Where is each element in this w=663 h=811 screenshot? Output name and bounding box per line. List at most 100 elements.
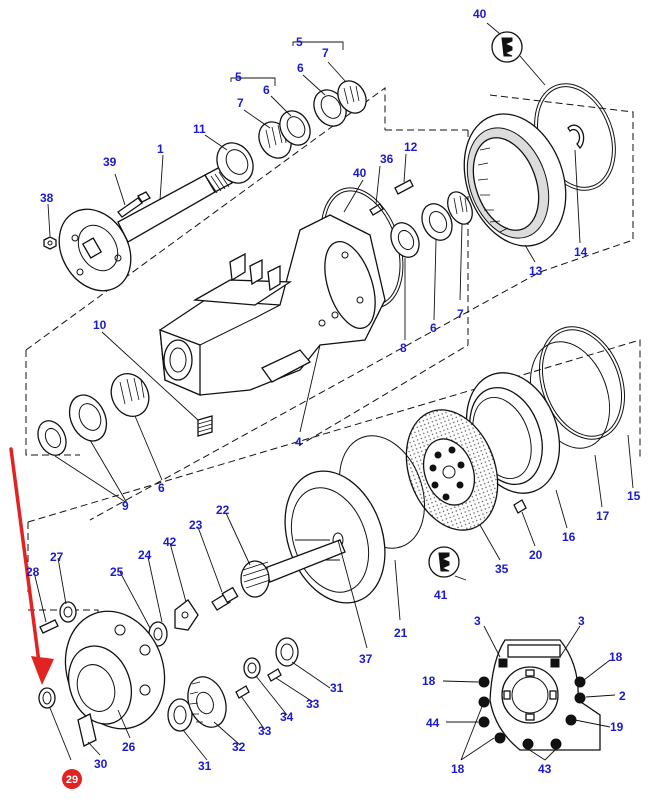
part-15-o-ring <box>538 326 626 440</box>
label-25: 25 <box>110 565 124 579</box>
label-30: 30 <box>94 757 108 771</box>
part-7-bearing-cone-b <box>337 80 367 114</box>
part-6-bearing-cone-d <box>110 373 150 417</box>
part-31-thrust-washer-b <box>275 637 299 667</box>
part-38-nut <box>43 236 57 250</box>
label-31: 31 <box>330 681 344 695</box>
part-9-seal <box>37 420 67 456</box>
label-44: 44 <box>426 716 440 730</box>
label-2: 2 <box>619 689 626 703</box>
label-41: 41 <box>434 588 448 602</box>
label-1: 1 <box>157 142 164 156</box>
leader-lines <box>33 22 634 761</box>
label-13: 13 <box>529 264 543 278</box>
part-42-spring-plate <box>174 599 199 631</box>
label-24: 24 <box>138 548 152 562</box>
part-28-bolt <box>39 619 59 634</box>
label-32: 32 <box>232 740 246 754</box>
part-31-thrust-washer-a <box>167 698 193 732</box>
label-43: 43 <box>538 762 552 776</box>
label-12: 12 <box>404 140 418 154</box>
label-28: 28 <box>26 565 40 579</box>
part-1-axle-shaft <box>58 165 233 292</box>
part-20-pin <box>513 499 527 514</box>
highlight-badge: 29 <box>62 769 82 789</box>
label-31: 31 <box>198 759 212 773</box>
part-32-planet-gear <box>187 676 227 728</box>
assembly-boundary-ring <box>89 94 634 521</box>
part-7-bearing-cone-c <box>447 191 473 225</box>
part-33-needle-b <box>267 668 282 682</box>
label-40: 40 <box>353 166 367 180</box>
label-27: 27 <box>50 550 64 564</box>
highlight-arrow <box>9 447 54 685</box>
label-5: 5 <box>235 70 242 84</box>
part-labels: 40 5 7 6 5 7 6 11 1 39 38 36 12 40 13 14… <box>26 7 641 776</box>
label-14: 14 <box>574 245 588 259</box>
part-23-screw <box>211 586 239 611</box>
part-4-axle-housing <box>159 214 386 396</box>
label-17: 17 <box>596 509 610 523</box>
part-36-pin <box>369 203 384 216</box>
label-20: 20 <box>529 548 543 562</box>
label-3: 3 <box>474 614 481 628</box>
part-6-bearing-cup-c <box>421 203 453 241</box>
label-18: 18 <box>451 762 465 776</box>
highlight-badge-label: 29 <box>66 774 78 786</box>
part-34-spacer <box>243 657 261 679</box>
label-19: 19 <box>610 720 624 734</box>
part-29-circlip <box>38 687 56 709</box>
part-9-bearing-cup <box>68 394 108 442</box>
label-37: 37 <box>359 652 373 666</box>
label-8: 8 <box>400 341 407 355</box>
label-7: 7 <box>237 96 244 110</box>
label-42: 42 <box>163 535 177 549</box>
label-39: 39 <box>103 155 117 169</box>
label-34: 34 <box>280 710 294 724</box>
label-33: 33 <box>258 724 272 738</box>
part-11-seal <box>216 142 254 184</box>
label-9: 9 <box>122 499 129 513</box>
label-23: 23 <box>189 518 203 532</box>
label-6: 6 <box>263 83 270 97</box>
label-38: 38 <box>40 191 54 205</box>
part-35-friction-disc <box>405 409 499 531</box>
part-22-input-shaft <box>240 539 346 598</box>
label-4: 4 <box>295 435 302 449</box>
label-7: 7 <box>322 46 329 60</box>
oil-drop-icon <box>428 546 460 578</box>
part-10-plug <box>197 415 213 437</box>
part-26-carrier <box>64 610 166 730</box>
label-35: 35 <box>495 562 509 576</box>
part-39-bolt <box>117 191 151 218</box>
part-33-needle-a <box>235 685 250 699</box>
label-7: 7 <box>457 307 464 321</box>
label-5: 5 <box>296 35 303 49</box>
label-18: 18 <box>422 674 436 688</box>
label-16: 16 <box>562 530 576 544</box>
part-27-nut <box>59 601 77 623</box>
label-10: 10 <box>93 318 107 332</box>
part-30-pin <box>77 713 97 747</box>
label-33: 33 <box>306 697 320 711</box>
bolt-pattern-inset <box>478 639 601 751</box>
label-21: 21 <box>394 626 408 640</box>
label-3: 3 <box>578 614 585 628</box>
label-26: 26 <box>122 740 136 754</box>
part-13-ring-gear <box>463 113 567 247</box>
label-36: 36 <box>380 152 394 166</box>
label-40: 40 <box>473 7 487 21</box>
label-18: 18 <box>609 650 623 664</box>
assembly-boundary-pump <box>28 609 99 700</box>
label-6: 6 <box>430 321 437 335</box>
label-15: 15 <box>627 489 641 503</box>
label-11: 11 <box>193 122 206 136</box>
oil-drop-icon <box>491 31 523 63</box>
part-14-circlip <box>567 124 585 150</box>
part-8-seal <box>390 222 420 258</box>
label-6: 6 <box>158 481 165 495</box>
label-6: 6 <box>297 61 304 75</box>
part-21-drum <box>284 435 426 604</box>
